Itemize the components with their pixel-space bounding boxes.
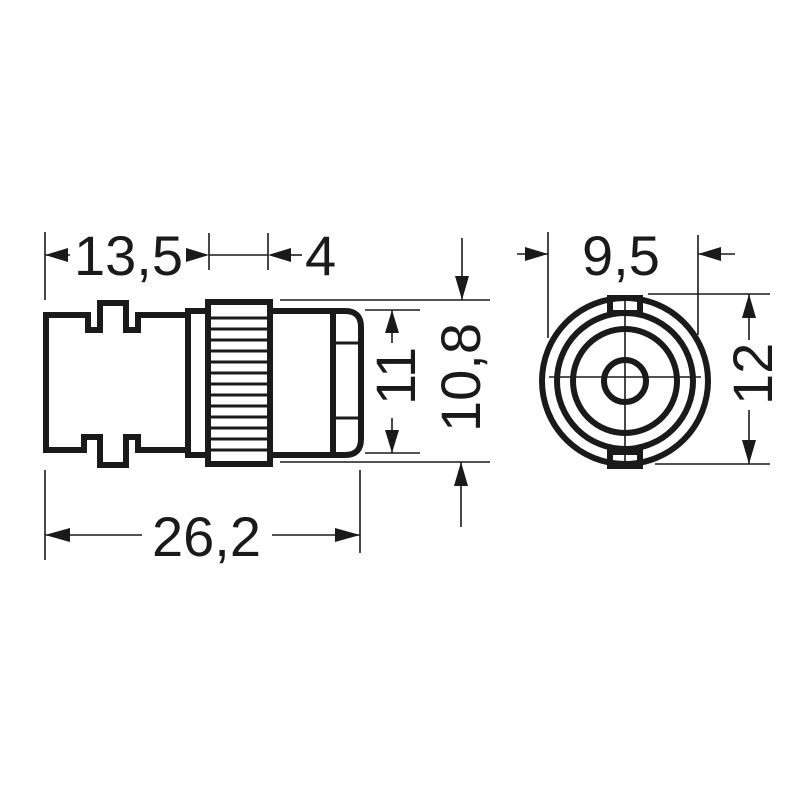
arrow-icon: [335, 528, 360, 542]
arrow-icon: [525, 247, 548, 261]
dim-inner-height: 11: [364, 347, 427, 405]
arrow-icon: [698, 247, 721, 261]
arrow-icon: [45, 248, 68, 262]
front-view: 9,5 12: [517, 224, 784, 469]
dim-overall-length: 26,2: [152, 505, 261, 568]
connector-body-left: [43, 300, 191, 468]
arrow-icon: [742, 294, 756, 318]
side-view: 13,5 4 26,2 11 10,8: [43, 224, 492, 568]
dim-front-height: 12: [721, 343, 784, 405]
connector-body-right: [267, 308, 364, 458]
arrow-icon: [385, 310, 399, 333]
arrow-icon: [268, 248, 291, 262]
arrow-icon: [742, 440, 756, 464]
dim-knurl-width: 4: [305, 224, 336, 287]
knurl-lines: [208, 316, 270, 452]
arrow-icon: [385, 430, 399, 453]
extension-lines: [44, 232, 490, 560]
dim-outer-height: 10,8: [429, 323, 492, 432]
arrow-icon: [455, 276, 469, 300]
arrow-icon: [45, 528, 70, 542]
arrow-icon: [186, 248, 209, 262]
dim-front-width: 9,5: [582, 224, 660, 287]
dim-body-length: 13,5: [74, 224, 183, 287]
arrow-icon: [454, 462, 468, 486]
